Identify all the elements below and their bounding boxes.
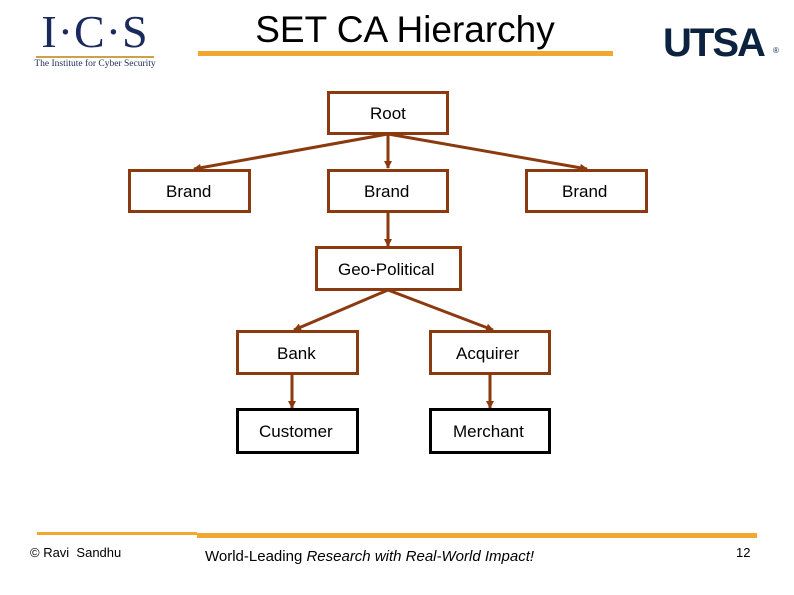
slide-title: SET CA Hierarchy	[255, 9, 555, 50]
footer-rule-left	[37, 532, 197, 535]
edge-geo-political-acquirer	[387, 288, 494, 332]
edge-geo-political-bank	[293, 288, 389, 332]
footer-tagline-italic: Research with Real-World Impact!	[306, 548, 535, 565]
ics-logo-letters: I·C·S	[41, 6, 149, 57]
node-brand-1-label: Brand	[166, 182, 212, 201]
ics-logo: I·C·S The Institute for Cyber Security	[34, 8, 156, 74]
footer-rule	[197, 533, 757, 538]
node-customer: Customer	[236, 408, 359, 454]
node-merchant-label: Merchant	[453, 422, 524, 441]
edge-root-brand-1	[193, 132, 389, 172]
utsa-logo: UTSA ®	[663, 22, 781, 64]
utsa-logo-text: UTSA	[663, 21, 766, 65]
page-number: 12	[736, 545, 751, 560]
utsa-registered-mark: ®	[773, 46, 779, 55]
ics-logo-rule	[36, 56, 154, 58]
node-merchant: Merchant	[429, 408, 551, 454]
node-geo-political-label: Geo-Political	[338, 260, 435, 279]
title-underline	[198, 51, 613, 56]
footer-tagline-plain: World-Leading	[205, 548, 307, 565]
node-brand-1: Brand	[128, 169, 251, 213]
node-acquirer: Acquirer	[429, 330, 551, 375]
edge-root-brand-3	[387, 132, 588, 172]
node-bank: Bank	[236, 330, 359, 375]
node-root: Root	[327, 91, 449, 135]
node-bank-label: Bank	[277, 344, 316, 363]
node-root-label: Root	[370, 104, 406, 123]
node-customer-label: Customer	[259, 422, 333, 441]
node-geo-political: Geo-Political	[315, 246, 462, 291]
node-brand-2: Brand	[327, 169, 449, 213]
ics-logo-tagline: The Institute for Cyber Security	[34, 59, 156, 69]
footer-copyright: © Ravi Sandhu	[30, 545, 122, 560]
node-brand-3: Brand	[525, 169, 648, 213]
node-brand-3-label: Brand	[562, 182, 608, 201]
node-acquirer-label: Acquirer	[456, 344, 520, 363]
node-brand-2-label: Brand	[364, 182, 410, 201]
footer-tagline: World-Leading Research with Real-World I…	[205, 548, 534, 565]
